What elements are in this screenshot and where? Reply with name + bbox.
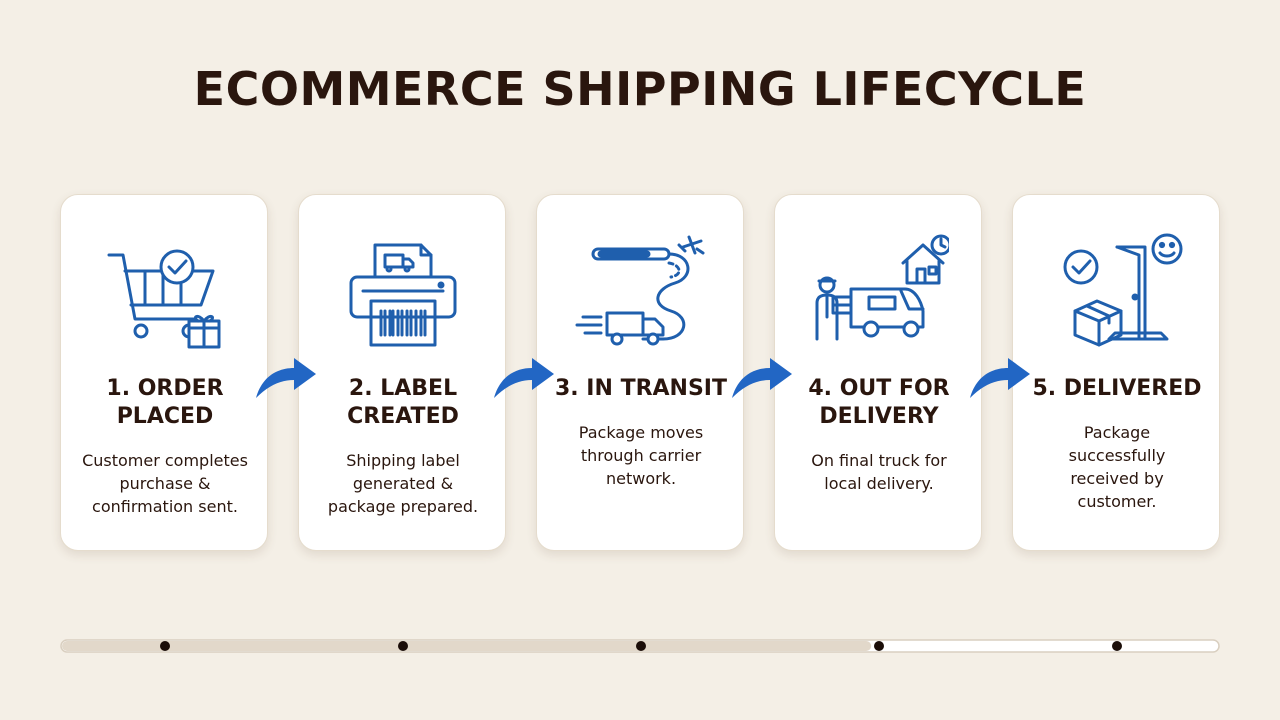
label-printer-icon [333, 227, 473, 357]
flow-arrow-icon [250, 352, 320, 404]
step-card-delivered: 5. DELIVERED Package successfully receiv… [1012, 194, 1220, 551]
flow-arrow-icon [488, 352, 558, 404]
step-card-label-created: 2. LABEL CREATED Shipping label generate… [298, 194, 506, 551]
step-description: Package successfully received by custome… [1068, 423, 1166, 511]
step-card-order-placed: 1. ORDER PLACED Customer completes purch… [60, 194, 268, 551]
flow-arrow-icon [726, 352, 796, 404]
step-heading: 1. ORDER PLACED [106, 376, 224, 429]
courier-van-house-icon [809, 227, 949, 357]
timeline-marker [874, 641, 884, 651]
step-heading: 5. DELIVERED [1032, 376, 1202, 401]
step-heading: 4. OUT FOR DELIVERY [808, 376, 950, 429]
step-description: Shipping label generated & package prepa… [327, 451, 479, 516]
timeline-marker [398, 641, 408, 651]
step-description: On final truck for local delivery. [811, 451, 947, 493]
step-description: Package moves through carrier network. [578, 423, 704, 488]
shopping-cart-check-gift-icon [95, 227, 235, 357]
truck-road-plane-icon [571, 227, 711, 357]
step-card-out-for-delivery: 4. OUT FOR DELIVERY On final truck for l… [774, 194, 982, 551]
box-door-smile-icon [1047, 227, 1187, 357]
progress-timeline [60, 638, 1220, 654]
timeline-marker [160, 641, 170, 651]
page-title: ECOMMERCE SHIPPING LIFECYCLE [193, 62, 1087, 116]
timeline-marker [1112, 641, 1122, 651]
timeline-track [60, 639, 1220, 653]
timeline-marker [636, 641, 646, 651]
step-description: Customer completes purchase & confirmati… [82, 451, 248, 516]
step-card-in-transit: 3. IN TRANSIT Package moves through carr… [536, 194, 744, 551]
flow-arrow-icon [964, 352, 1034, 404]
step-heading: 3. IN TRANSIT [554, 376, 727, 401]
step-heading: 2. LABEL CREATED [347, 376, 459, 429]
